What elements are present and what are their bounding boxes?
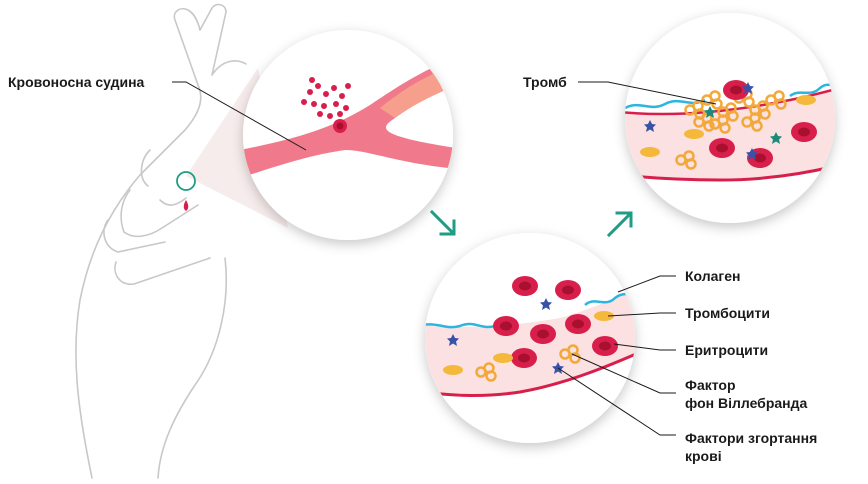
label-vessel: Кровоносна судина — [8, 74, 145, 90]
labels: Кровоносна судина Тромб Колаген Тромбоци… — [8, 74, 817, 464]
arrow-down-right-icon — [429, 209, 456, 236]
vessel-zoom-circle — [243, 30, 453, 240]
leader-lines — [172, 81, 717, 436]
label-collagen: Колаген — [685, 268, 741, 284]
label-vwf-line1: Фактор — [685, 377, 736, 393]
label-erythrocytes: Еритроцити — [685, 342, 768, 358]
label-vwf-line2: фон Віллебранда — [685, 395, 807, 411]
label-coag-line2: крові — [685, 448, 722, 464]
components-zoom-circle — [425, 233, 635, 443]
label-coag-line1: Фактори згортання — [685, 430, 817, 446]
arrow-up-right-icon — [606, 211, 633, 238]
label-platelets: Тромбоцити — [685, 305, 770, 321]
label-thrombus: Тромб — [523, 74, 567, 90]
blood-drop-cluster — [301, 77, 351, 119]
thrombus-zoom-circle — [625, 13, 835, 223]
hand-outline-illustration — [75, 3, 247, 479]
